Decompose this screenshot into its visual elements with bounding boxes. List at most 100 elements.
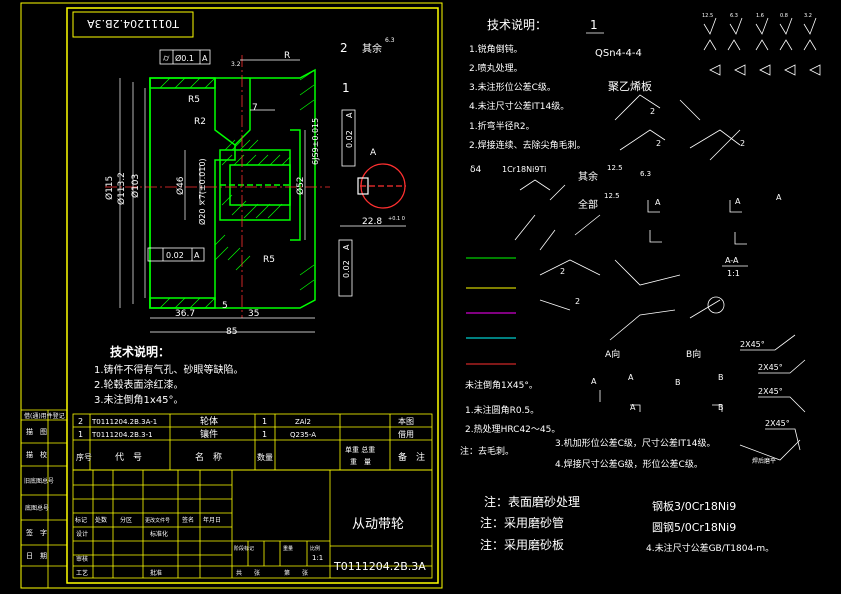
dim-r5-top: R5 xyxy=(188,95,200,105)
right-note-1: 1.锐角倒钝。 xyxy=(469,43,523,55)
notes3-2: 4.焊接尺寸公差G级，形位公差C级。 xyxy=(555,458,703,470)
arrow-a-6: A xyxy=(630,403,636,412)
title-block-grid xyxy=(72,469,433,579)
tb-label-sign: 签名 xyxy=(182,516,194,524)
rest-surface-label: 其余 xyxy=(362,42,382,55)
rough-top-4: 0.8 xyxy=(780,13,788,19)
bom-header-code: 代 号 xyxy=(115,452,142,463)
right-pe-board: 聚乙烯板 xyxy=(608,79,652,93)
bom-row-2-code: T0111204.2B.3-1 xyxy=(91,431,153,439)
dim-d113: Ø113.2 xyxy=(116,172,127,205)
tb-label-review: 审核 xyxy=(76,555,88,563)
roughness-symbols-row xyxy=(703,17,821,76)
weld-2a: 2 xyxy=(650,107,655,116)
side-label-5: 底图总号 xyxy=(25,504,49,512)
weld-2e: 2 xyxy=(575,297,580,306)
right-heading: 技术说明： xyxy=(487,17,547,32)
tb-label-design: 设计 xyxy=(76,530,88,538)
side-label-6: 签 字 xyxy=(26,528,47,537)
fcf-left-datum: A xyxy=(194,251,200,260)
arrow-b-1: B xyxy=(675,378,681,387)
arrow-a-3: A xyxy=(776,193,782,202)
fcf-right-tol: 0.02 xyxy=(342,260,351,278)
dim-5: 5 xyxy=(222,301,228,311)
footer-right-2: 圆钢5/0Cr18Ni9 xyxy=(652,521,736,534)
bom-row-1-no: 2 xyxy=(78,417,83,426)
fcf-top-symbol: ⌭ xyxy=(163,54,170,64)
detail-circle-a xyxy=(707,296,725,314)
footer-note-1: 注：表面磨砂处理 xyxy=(484,494,580,509)
right-all-label: 全部 xyxy=(578,198,598,211)
weld-2d: 2 xyxy=(560,267,565,276)
bom-header-qty: 数量 xyxy=(257,452,273,462)
notes-left-line-1: 1.铸件不得有气孔、砂眼等缺陷。 xyxy=(94,363,244,376)
tb-stage-mark: 阶段标记 xyxy=(234,545,254,552)
dim-d46: Ø46 xyxy=(175,176,186,195)
right-material-note: QSn4-4-4 xyxy=(595,48,642,59)
tb-stage-scale: 比例 xyxy=(310,545,320,552)
dim-d115: Ø115 xyxy=(104,176,115,200)
fcf-right-datum: A xyxy=(342,244,351,250)
rough-top-5: 3.2 xyxy=(804,13,812,19)
footer-note-3: 注：采用磨砂板 xyxy=(480,537,564,552)
footer-right-1: 钢板3/0Cr18Ni9 xyxy=(652,499,736,513)
bom-header-no: 序号 xyxy=(76,452,92,462)
dim-keyway: 6JS9±0.015 xyxy=(311,118,320,165)
dim-d52: Ø52 xyxy=(295,176,306,195)
x45-3: 2X45° xyxy=(758,387,783,396)
tb-sheet-total: 共 张 xyxy=(236,569,260,577)
hatch-lines xyxy=(159,71,315,309)
dim-228: 22.8 xyxy=(362,217,382,227)
left-sheet-frame xyxy=(20,2,443,589)
side-label-1: 借(通)用件登记 xyxy=(24,412,65,420)
bom-row-1-code: T0111204.2B.3A-1 xyxy=(91,418,157,426)
tb-label-docno: 更改文件号 xyxy=(145,517,170,524)
dim-228-tol: +0.1 0 xyxy=(388,216,405,222)
rough-top-2: 6.3 xyxy=(730,13,738,19)
tb-label-count: 处数 xyxy=(95,516,107,524)
deburr-note: 注：去毛刺。 xyxy=(460,445,514,457)
right-r63: 6.3 xyxy=(640,170,651,178)
bom-header-note: 备 注 xyxy=(398,451,425,463)
right-delta: δ4 xyxy=(470,165,482,175)
dim-seven: 7 xyxy=(252,103,258,113)
dim-367: 36.7 xyxy=(175,309,195,319)
footer-note-2: 注：采用磨砂管 xyxy=(480,515,564,530)
right-balloon: 1 xyxy=(590,18,598,32)
bom-row-1-qty: 1 xyxy=(262,417,267,426)
bom-header-name: 名 称 xyxy=(195,451,222,463)
fcf-top-datum: A xyxy=(202,54,208,63)
balloon-1: 1 xyxy=(342,81,350,95)
chamfer-note: 未注倒角1X45°。 xyxy=(465,379,538,391)
tb-label-std: 标准化 xyxy=(150,530,168,538)
section-scale: 1:1 xyxy=(727,269,740,278)
keyway-detail xyxy=(357,163,406,209)
bom-row-2-qty: 1 xyxy=(262,430,267,439)
right-note-3: 3.未注形位公差C级。 xyxy=(469,81,556,93)
tb-label-mark: 标记 xyxy=(75,516,87,524)
bom-header-mass2: 重 量 xyxy=(350,458,371,466)
fcf-top-tol: Ø0.1 xyxy=(175,53,194,63)
tb-drawing-no: T0111204.2B.3A xyxy=(333,560,426,573)
tb-label-zone: 分区 xyxy=(120,516,132,524)
bom-row-1-mat: ZAl2 xyxy=(295,418,311,426)
side-label-3: 描 校 xyxy=(26,450,47,459)
bom-row-2-no: 1 xyxy=(78,430,83,439)
dim-d103: Ø103 xyxy=(130,174,141,198)
rough-top-3: 1.6 xyxy=(756,13,764,19)
arrow-a-5: A xyxy=(628,373,634,382)
right-note-5: 1.折弯半径R2。 xyxy=(469,120,535,132)
fcf-mid-tol: 0.02 xyxy=(345,130,354,148)
fcf-mid-datum: A xyxy=(345,112,354,118)
x45-2: 2X45° xyxy=(758,363,783,372)
section-aa: A-A xyxy=(725,256,739,265)
weld-symbols xyxy=(514,94,741,341)
weld-flat: 焊后磨平 xyxy=(752,457,776,465)
fcf-left: 0.02 A xyxy=(147,247,205,262)
line-legend xyxy=(466,257,516,365)
tb-scale: 1:1 xyxy=(312,554,323,562)
right-note-4: 4.未注尺寸公差IT14级。 xyxy=(469,100,569,112)
arrow-a-2: A xyxy=(735,197,741,206)
dim-d20: Ø20 ×7(±0.010) xyxy=(197,158,207,225)
